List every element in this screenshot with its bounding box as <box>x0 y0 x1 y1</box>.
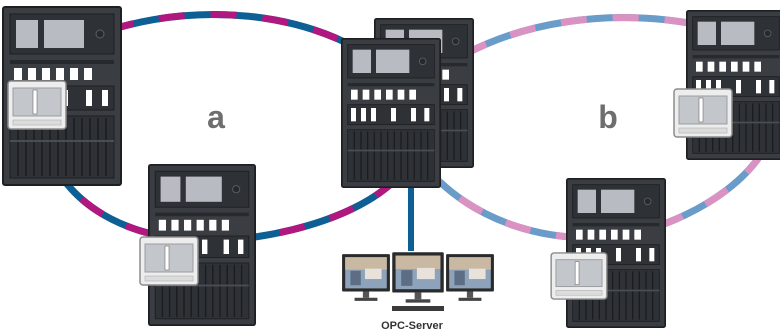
keypad-icon <box>550 252 608 300</box>
monitor-icon <box>446 254 494 301</box>
monitor-icon <box>342 254 390 301</box>
opc-server-workstation <box>342 252 494 311</box>
server-link-cable <box>408 183 414 251</box>
monitor-icon <box>392 252 444 303</box>
opc-server-caption: OPC-Server <box>381 320 443 332</box>
panel-center-front <box>340 38 442 188</box>
keypad-ring-b-right <box>673 88 733 138</box>
keypad-icon <box>673 88 733 138</box>
keypad-ring-b-bottom <box>550 252 608 300</box>
keyboard <box>392 306 444 311</box>
keypad-icon <box>139 236 199 286</box>
keypad-ring-a-top-left <box>7 80 67 130</box>
keypad-ring-a-bottom <box>139 236 199 286</box>
ring-a-label: a <box>207 99 225 135</box>
ring-b-label: b <box>598 99 618 135</box>
fire-panel-icon <box>340 38 442 188</box>
keypad-icon <box>7 80 67 130</box>
ring-a-cable-dash <box>38 10 419 245</box>
